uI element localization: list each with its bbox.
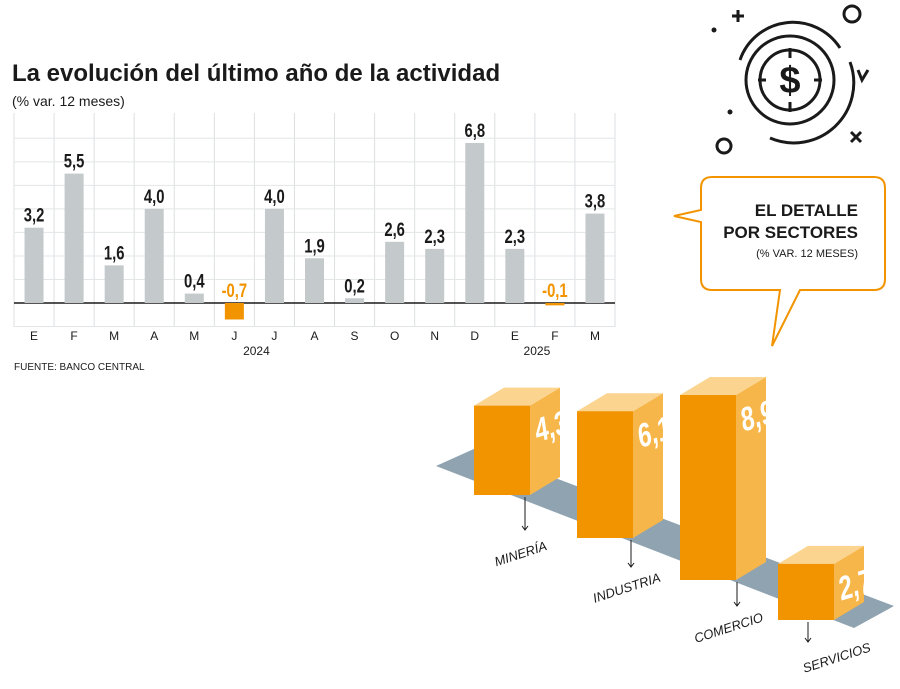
sector-value-label: 4,3 <box>532 403 570 450</box>
bar-value-label: 1,9 <box>304 236 325 257</box>
dollar-cycle-icon: $ <box>711 4 870 155</box>
category-label: O <box>390 329 399 343</box>
category-label: F <box>70 329 77 343</box>
sector-category-label: INDUSTRIA <box>591 570 662 606</box>
leader-arrow <box>521 525 529 531</box>
bar-value-label: -0,7 <box>222 280 248 301</box>
bar <box>184 293 204 303</box>
bar-value-label: 1,6 <box>104 243 125 264</box>
chart-title: La evolución del último año de la activi… <box>12 60 501 87</box>
bar-value-label: -0,1 <box>542 280 568 301</box>
sector-bar-side <box>834 545 864 620</box>
sector-bar <box>577 411 633 538</box>
bar <box>345 298 365 303</box>
sector-bar <box>474 405 530 495</box>
bar-value-label: 2,3 <box>424 226 445 247</box>
bar-value-label: 0,4 <box>184 271 205 292</box>
sector-bar-side <box>530 387 560 495</box>
chart-subtitle: (% var. 12 meses) <box>12 93 125 109</box>
callout-subtitle: (% VAR. 12 MESES) <box>756 248 858 260</box>
bar <box>224 303 244 320</box>
category-label: M <box>590 329 600 343</box>
callout-bubble <box>673 176 886 347</box>
category-label: J <box>231 329 237 343</box>
bar-value-label: 6,8 <box>464 120 485 141</box>
bar <box>425 248 445 303</box>
bar-value-label: 3,2 <box>24 205 45 226</box>
sector-bar-side <box>633 393 663 538</box>
bar <box>545 303 565 306</box>
leader-arrow <box>804 637 812 643</box>
category-label: M <box>109 329 119 343</box>
sector-category-label: COMERCIO <box>692 610 765 646</box>
bar-value-label: 0,2 <box>344 276 365 297</box>
bar-value-label: 5,5 <box>64 151 85 172</box>
bar <box>465 143 485 303</box>
sector-bar-top <box>577 393 663 412</box>
category-label: J <box>271 329 277 343</box>
bar <box>64 173 84 303</box>
bar <box>385 241 405 303</box>
bar <box>505 248 525 303</box>
category-label: A <box>310 329 318 343</box>
sector-category-label: MINERÍA <box>493 538 549 569</box>
category-label: D <box>470 329 479 343</box>
bar-value-label: 2,6 <box>384 219 405 240</box>
sector-bar <box>680 395 736 580</box>
bar <box>104 265 124 303</box>
sector-bar-top <box>474 387 560 406</box>
bar <box>24 227 44 303</box>
bar <box>264 208 284 303</box>
sector-bar <box>778 563 834 620</box>
callout-title-line2: POR SECTORES <box>723 223 858 242</box>
category-label: N <box>430 329 439 343</box>
bar-value-label: 3,8 <box>585 191 606 212</box>
sector-category-label: SERVICIOS <box>801 640 873 676</box>
sector-bar-top <box>680 377 766 395</box>
bar <box>144 208 164 303</box>
sector-callout: EL DETALLE POR SECTORES (% VAR. 12 MESES… <box>673 176 886 347</box>
sector-bar-top <box>778 545 864 564</box>
leader-arrow <box>733 601 741 607</box>
sector-bar-side <box>736 377 766 580</box>
svg-text:$: $ <box>779 60 800 102</box>
category-label: A <box>150 329 158 343</box>
leader-arrow <box>627 562 635 568</box>
source-note: FUENTE: BANCO CENTRAL <box>14 362 145 373</box>
year-label: 2024 <box>243 344 270 358</box>
bar <box>585 213 605 303</box>
year-label: 2025 <box>524 344 551 358</box>
category-label: E <box>511 329 519 343</box>
bar-value-label: 4,0 <box>144 186 165 207</box>
category-label: E <box>30 329 38 343</box>
bar-value-label: 2,3 <box>505 226 526 247</box>
callout-title: EL DETALLE POR SECTORES <box>698 200 858 244</box>
category-label: S <box>351 329 359 343</box>
category-label: F <box>551 329 558 343</box>
bar-value-label: 4,0 <box>264 186 285 207</box>
callout-title-line1: EL DETALLE <box>754 201 858 220</box>
bar <box>305 258 324 303</box>
category-label: M <box>189 329 199 343</box>
